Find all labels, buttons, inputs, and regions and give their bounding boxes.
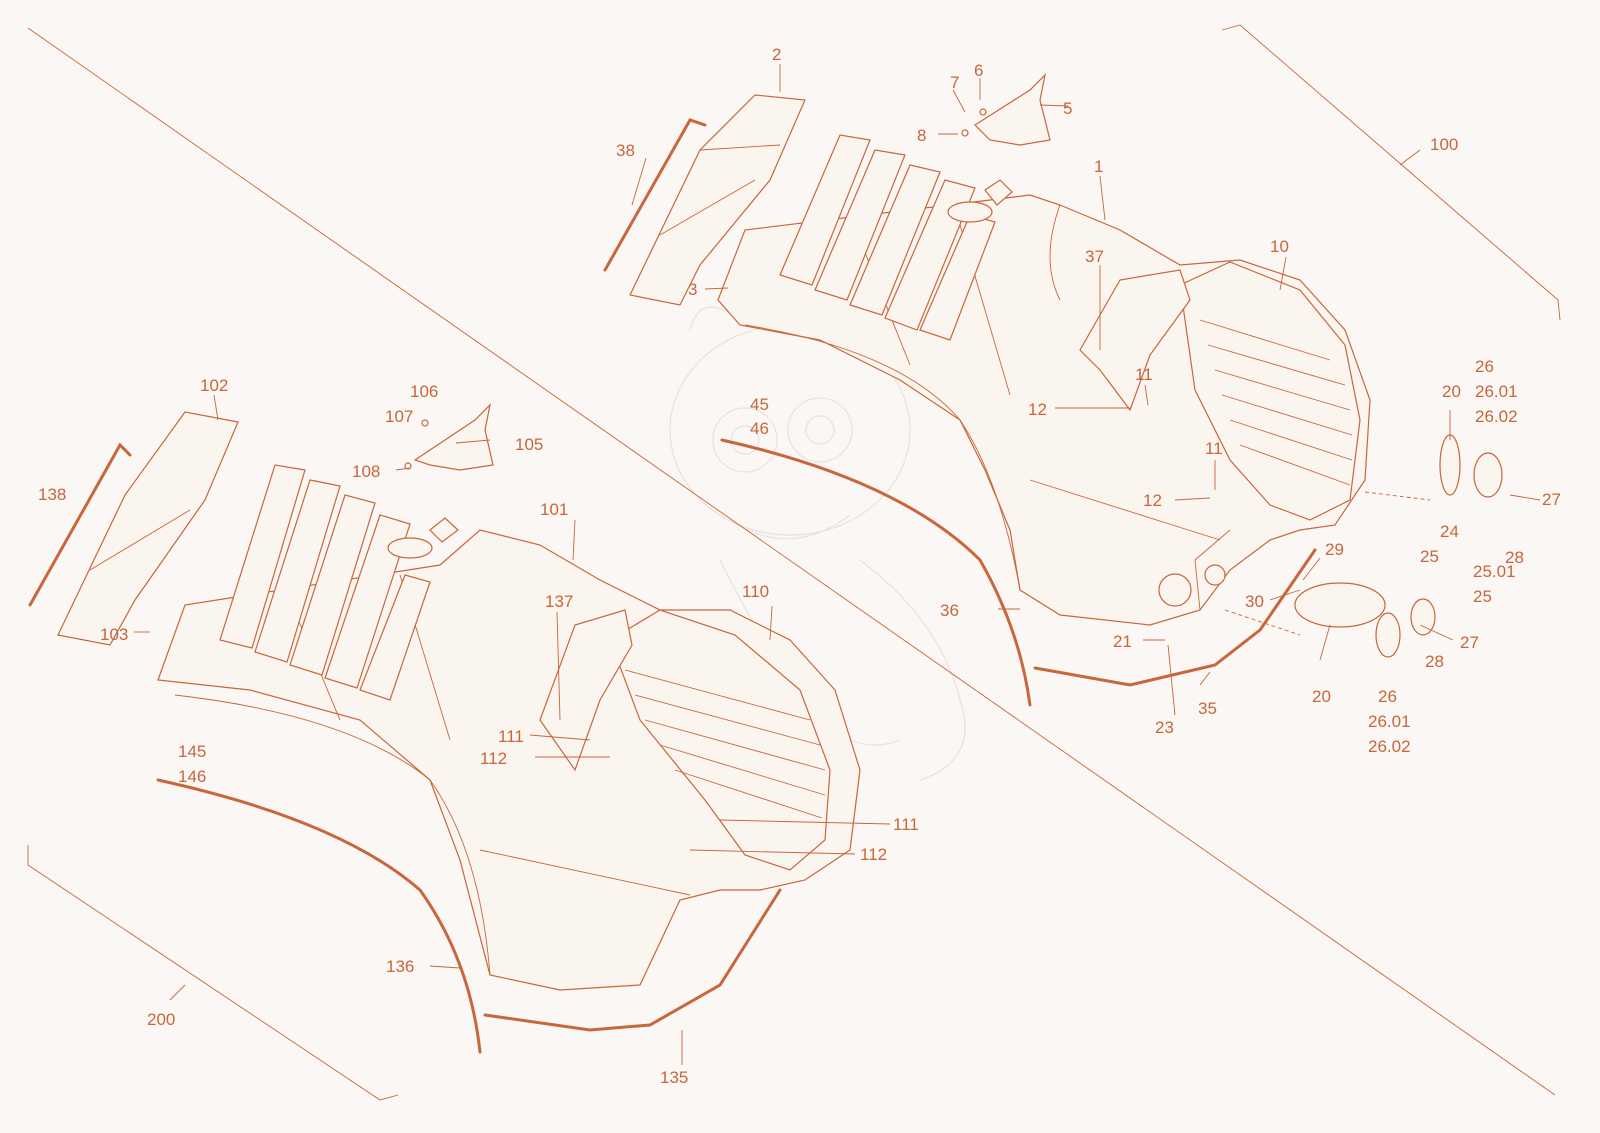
callout-46: 46 [750, 419, 769, 438]
callout-38: 38 [616, 141, 635, 160]
callout-112-a: 112 [480, 749, 507, 768]
callout-27-b: 27 [1460, 633, 1479, 652]
trim-35 [1033, 548, 1317, 687]
callout-26-02-a: 26.02 [1475, 407, 1518, 426]
callout-27-a: 27 [1542, 490, 1561, 509]
callout-24: 23 [1155, 718, 1174, 737]
callout-26-a: 26 [1475, 357, 1494, 376]
callout-101: 101 [540, 500, 568, 519]
callout-111-b: 111 [893, 815, 919, 834]
callout-10: 10 [1270, 237, 1289, 256]
callout-25-b: 25.01 [1473, 562, 1516, 581]
callout-25-01-a: 25 [1420, 547, 1439, 566]
callout-7: 7 [950, 73, 959, 92]
callout-25-01-b: 25 [1473, 587, 1492, 606]
callout-11-b: 11 [1205, 439, 1223, 458]
callout-6: 6 [974, 61, 983, 80]
bracket-assembly-200 [27, 845, 399, 1101]
callouts-assembly-100: 2 7 6 5 8 38 1 10 37 3 11 12 45 46 11 12… [616, 45, 1561, 756]
assembly-100-top-panel [603, 94, 806, 306]
callout-29: 29 [1325, 540, 1344, 559]
callout-106: 106 [410, 382, 438, 401]
callout-138: 138 [38, 485, 66, 504]
callout-25-a: 24 [1440, 522, 1459, 541]
callout-100: 100 [1430, 135, 1458, 154]
callout-20: 20 [1442, 382, 1461, 401]
trim-136 [156, 778, 482, 1054]
front-grille [1179, 261, 1361, 521]
callout-137: 137 [545, 592, 573, 611]
callout-200: 200 [147, 1010, 175, 1029]
callout-26-b: 26 [1378, 687, 1397, 706]
callout-3: 3 [688, 280, 697, 299]
callout-28-b: 28 [1425, 652, 1444, 671]
leader-lines [134, 64, 1541, 1065]
callout-112-b: 112 [860, 845, 887, 864]
callout-146: 146 [178, 767, 206, 786]
trim-135 [483, 888, 782, 1032]
assembly-100-body [717, 134, 1371, 626]
trim-36 [720, 438, 1032, 707]
top-grille-slats-200 [219, 464, 459, 701]
divider-line [27, 27, 1556, 1096]
callout-30: 30 [1245, 592, 1264, 611]
callout-26-01-b: 26.01 [1368, 712, 1411, 731]
callout-145: 145 [178, 742, 206, 761]
callout-23: 21 [1113, 632, 1132, 651]
bracket-assembly-100 [1221, 24, 1561, 321]
callout-8: 8 [917, 126, 926, 145]
callout-1: 1 [1094, 157, 1103, 176]
callout-2: 2 [772, 45, 781, 64]
callout-103: 103 [100, 625, 128, 644]
callout-102: 102 [200, 376, 228, 395]
callout-36: 36 [940, 601, 959, 620]
callout-12-b: 12 [1143, 491, 1162, 510]
front-grille-200 [609, 609, 831, 871]
callout-37: 37 [1085, 247, 1104, 266]
callout-26-02-b: 26.02 [1368, 737, 1411, 756]
callout-108: 108 [352, 462, 380, 481]
assembly-200-top-panel [28, 411, 239, 646]
callout-111-a: 111 [498, 727, 524, 746]
callout-28-a: 28 [1505, 548, 1524, 567]
callout-136: 136 [386, 957, 414, 976]
callout-26-01-a: 26.01 [1475, 382, 1518, 401]
callout-105: 105 [515, 435, 543, 454]
callout-135: 135 [660, 1068, 688, 1087]
top-grille-slats [779, 134, 1013, 341]
callouts-assembly-200: 102 106 107 105 108 138 101 110 137 103 … [38, 376, 919, 1087]
callout-11-a: 11 [1135, 365, 1153, 384]
part-105-vent [404, 403, 494, 471]
part-5-vent [961, 73, 1051, 146]
assembly-200-body [157, 464, 861, 991]
callout-45: 45 [750, 395, 769, 414]
callout-35: 35 [1198, 699, 1217, 718]
callout-5: 5 [1063, 99, 1072, 118]
callout-21: 20 [1312, 687, 1331, 706]
assembly-100-lamps [1224, 434, 1503, 658]
callout-110: 110 [742, 582, 769, 601]
callout-12-a: 12 [1028, 400, 1047, 419]
callout-107: 107 [385, 407, 413, 426]
